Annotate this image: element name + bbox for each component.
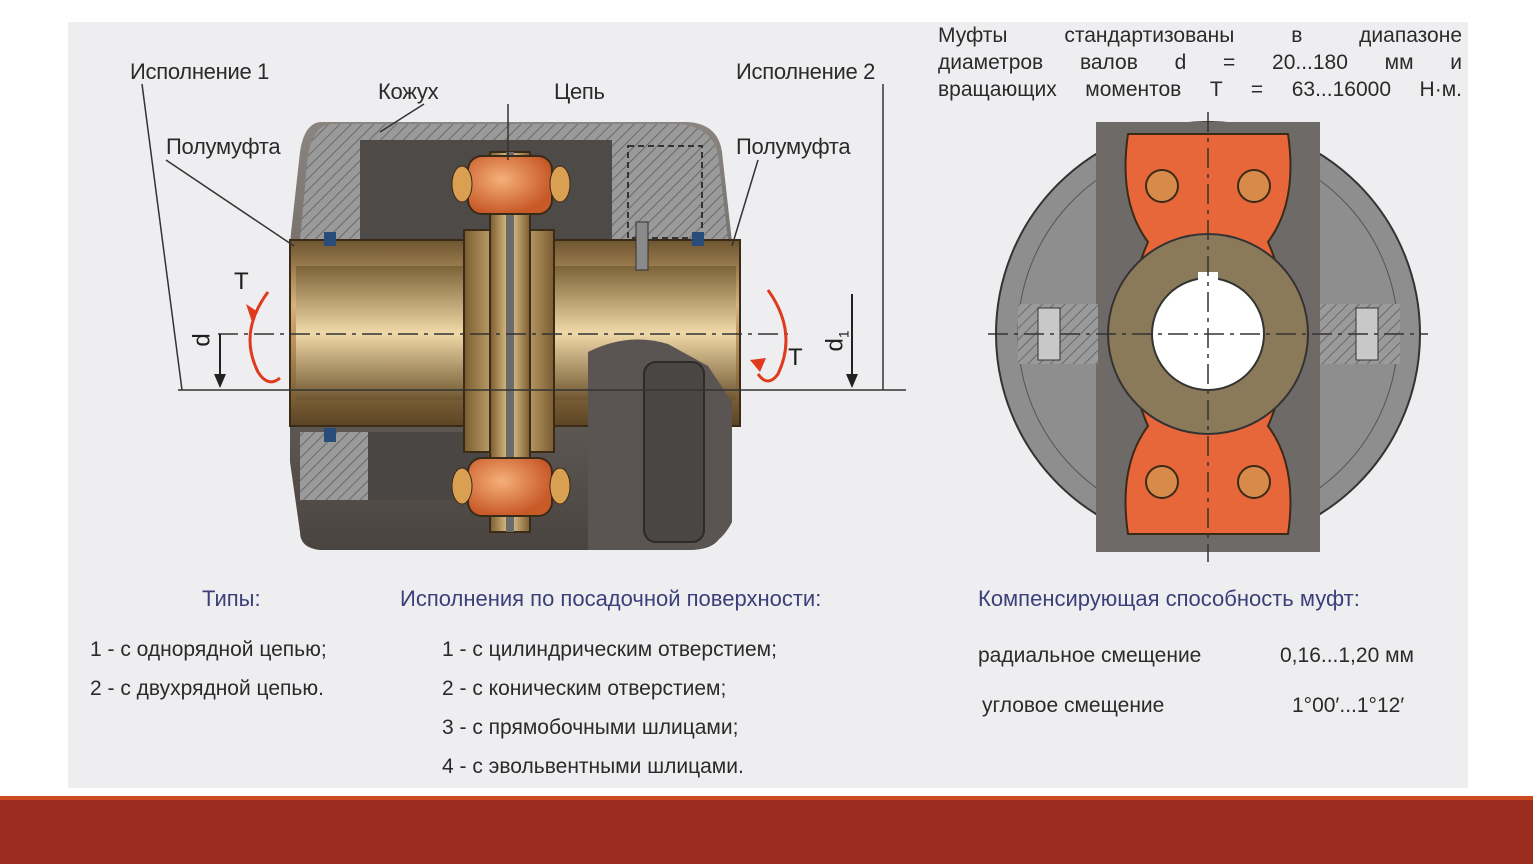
diameter-1-symbol: d1	[821, 330, 852, 352]
list-item: 2 - с коническим отверстием;	[442, 677, 727, 700]
note-line-2: диаметров валов d = 20...180 мм и	[938, 51, 1462, 74]
footer-bar	[0, 800, 1533, 864]
diagram-panel: Исполнение 1 Кожух Цепь Исполнение 2 Пол…	[68, 22, 1468, 788]
fits-list: 1 - с цилиндрическим отверстием; 2 - с к…	[442, 630, 777, 786]
list-item: 4 - с эвольвентными шлицами.	[442, 755, 744, 778]
chain-shape	[467, 155, 553, 215]
compensation-header: Компенсирующая способность муфт:	[978, 586, 1360, 611]
label-variant-2: Исполнение 2	[736, 59, 876, 84]
note-line-1: Муфты стандартизованы в диапазоне	[938, 24, 1462, 47]
label-half-coupling-right: Полумуфта	[736, 134, 851, 159]
accent-line	[0, 796, 1533, 802]
angular-offset-value: 1°00′...1°12′	[1292, 694, 1405, 717]
list-item: 3 - с прямобочными шлицами;	[442, 716, 739, 739]
label-variant-1: Исполнение 1	[130, 59, 270, 84]
coupling-drawing	[141, 83, 1428, 562]
label-casing: Кожух	[378, 79, 439, 104]
label-half-coupling-left: Полумуфта	[166, 134, 281, 159]
types-header: Типы:	[202, 586, 261, 611]
torque-symbol-right: T	[788, 344, 803, 371]
torque-symbol-left: T	[234, 268, 249, 295]
radial-offset-value: 0,16...1,20 мм	[1280, 644, 1414, 667]
list-item: 2 - с двухрядной цепью.	[90, 677, 324, 700]
radial-offset-label: радиальное смещение	[978, 644, 1202, 667]
diameter-symbol: d	[188, 333, 216, 347]
standard-range-note: Муфты стандартизованы в диапазоне диамет…	[938, 22, 1462, 103]
note-line-3: вращающих моментов T = 63...16000 Н·м.	[938, 78, 1462, 101]
cross-section	[988, 112, 1428, 562]
angular-offset-label: угловое смещение	[982, 694, 1165, 717]
types-list: 1 - с однорядной цепью; 2 - с двухрядной…	[90, 630, 327, 708]
list-item: 1 - с однорядной цепью;	[90, 638, 327, 661]
label-chain: Цепь	[554, 79, 605, 104]
list-item: 1 - с цилиндрическим отверстием;	[442, 638, 777, 661]
fits-header: Исполнения по посадочной поверхности:	[400, 586, 822, 611]
